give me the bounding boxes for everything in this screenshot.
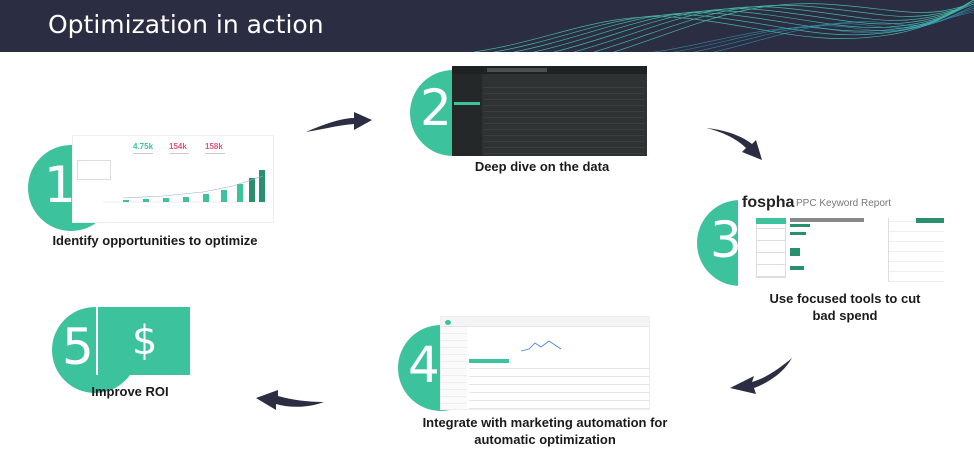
step-5-caption: Improve ROI: [91, 384, 169, 399]
curved-arrow-icon: [306, 112, 372, 132]
step-1-dashboard-screenshot: 4.75k 154k 158k: [72, 135, 274, 223]
curved-arrow-icon: [706, 128, 762, 160]
step-2-number: 2: [420, 79, 452, 137]
step-4-caption-line-2: automatic optimization: [474, 432, 616, 447]
brand-logo: fospha: [742, 194, 795, 211]
step-4-number: 4: [408, 336, 440, 394]
automation-sparkline: [521, 340, 561, 352]
step-3-caption-line-2: bad spend: [812, 308, 878, 323]
automation-table: [469, 367, 649, 409]
page-header: Optimization in action: [0, 0, 974, 52]
filter-panel: [77, 160, 111, 180]
step-3-keyword-report-screenshot: fospha PPC Keyword Report: [738, 192, 946, 288]
report-title: PPC Keyword Report: [796, 198, 892, 209]
step-3-caption: Use focused tools to cut bad spend: [730, 290, 960, 324]
roi-dollar-panel: [96, 307, 190, 375]
step-1-number: 1: [44, 156, 76, 214]
step-5-number: 5: [62, 318, 94, 376]
step-4-caption: Integrate with marketing automation for …: [380, 414, 710, 448]
stat-2: 154k: [169, 142, 187, 151]
report-metrics-panel: [888, 218, 944, 282]
wave-pattern-decoration: [474, 0, 974, 52]
automation-sidebar: [441, 327, 467, 409]
stat-1: 4.75k: [133, 142, 154, 151]
report-sidebar: [756, 218, 786, 278]
step-4-automation-screenshot: [440, 316, 650, 410]
step-2-caption: Deep dive on the data: [474, 159, 610, 174]
trend-chart: [103, 170, 268, 203]
page-title: Optimization in action: [48, 10, 324, 39]
curved-arrow-icon: [256, 390, 324, 410]
step-1-caption: Identify opportunities to optimize: [52, 233, 258, 248]
curved-arrow-icon: [730, 358, 792, 394]
dollar-icon: $: [132, 318, 158, 364]
step-4-caption-line-1: Integrate with marketing automation for: [422, 415, 668, 430]
step-3-caption-line-1: Use focused tools to cut: [769, 291, 921, 306]
stat-3: 158k: [205, 142, 223, 151]
step-3-number: 3: [710, 211, 742, 269]
step-2-data-table-screenshot: [452, 66, 647, 156]
